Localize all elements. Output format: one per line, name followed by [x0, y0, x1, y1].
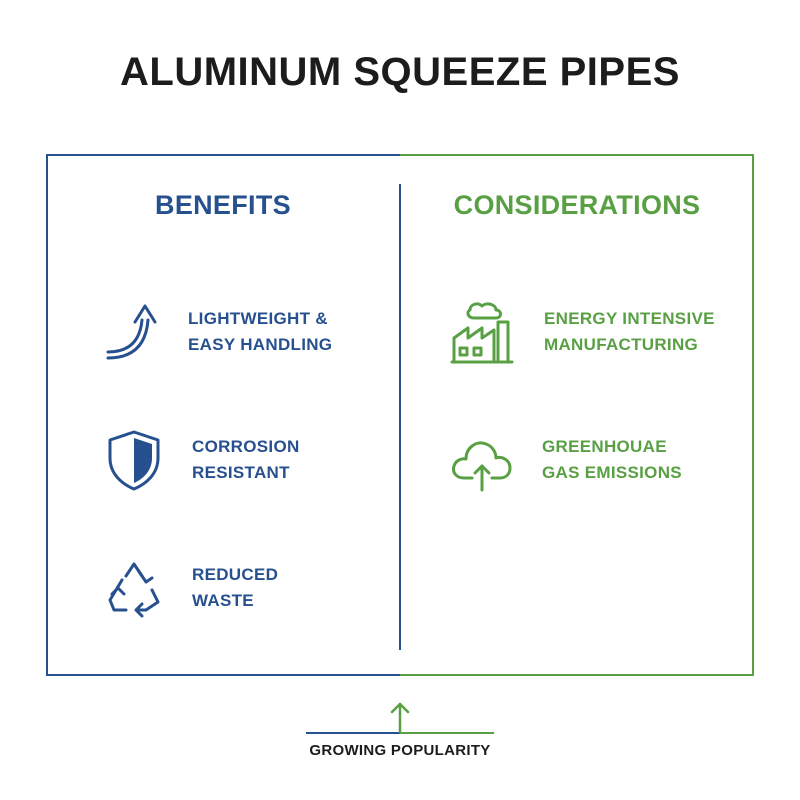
consideration-item-emissions: GREENHOUAE GAS EMISSIONS: [450, 428, 682, 492]
considerations-heading: CONSIDERATIONS: [453, 190, 701, 220]
footer-line-blue: [306, 732, 400, 734]
page-title: ALUMINUM SQUEEZE PIPES: [120, 50, 680, 94]
recycle-icon: [108, 562, 160, 618]
benefits-heading: BENEFITS: [155, 190, 291, 220]
benefit-label: LIGHTWEIGHT & EASY HANDLING: [188, 309, 333, 354]
curved-arrow-up-icon: [106, 304, 157, 360]
benefit-label: REDUCED WASTE: [192, 565, 279, 610]
benefit-item-waste: REDUCED WASTE: [102, 556, 278, 620]
consideration-label: GREENHOUAE GAS EMISSIONS: [542, 437, 682, 482]
benefit-item-corrosion: CORROSION RESISTANT: [102, 428, 300, 492]
consideration-label: ENERGY INTENSIVE MANUFACTURING: [544, 309, 715, 354]
column-divider: [399, 184, 401, 650]
arrow-up-icon: [390, 702, 410, 734]
footer-label: GROWING POPULARITY: [309, 742, 491, 759]
comparison-frame: BENEFITS CONSIDERATIONS LIGHTWEIGHT & EA…: [46, 154, 754, 676]
considerations-panel: [400, 154, 754, 676]
shield-icon: [108, 430, 160, 491]
growing-popularity-indicator: GROWING POPULARITY: [306, 698, 494, 768]
factory-icon: [450, 302, 514, 364]
footer-line-green: [400, 732, 494, 734]
benefit-item-lightweight: LIGHTWEIGHT & EASY HANDLING: [102, 300, 332, 364]
consideration-item-energy: ENERGY INTENSIVE MANUFACTURING: [450, 300, 715, 364]
cloud-upload-icon: [452, 441, 512, 492]
benefit-label: CORROSION RESISTANT: [192, 437, 300, 482]
benefits-panel: [46, 154, 402, 676]
